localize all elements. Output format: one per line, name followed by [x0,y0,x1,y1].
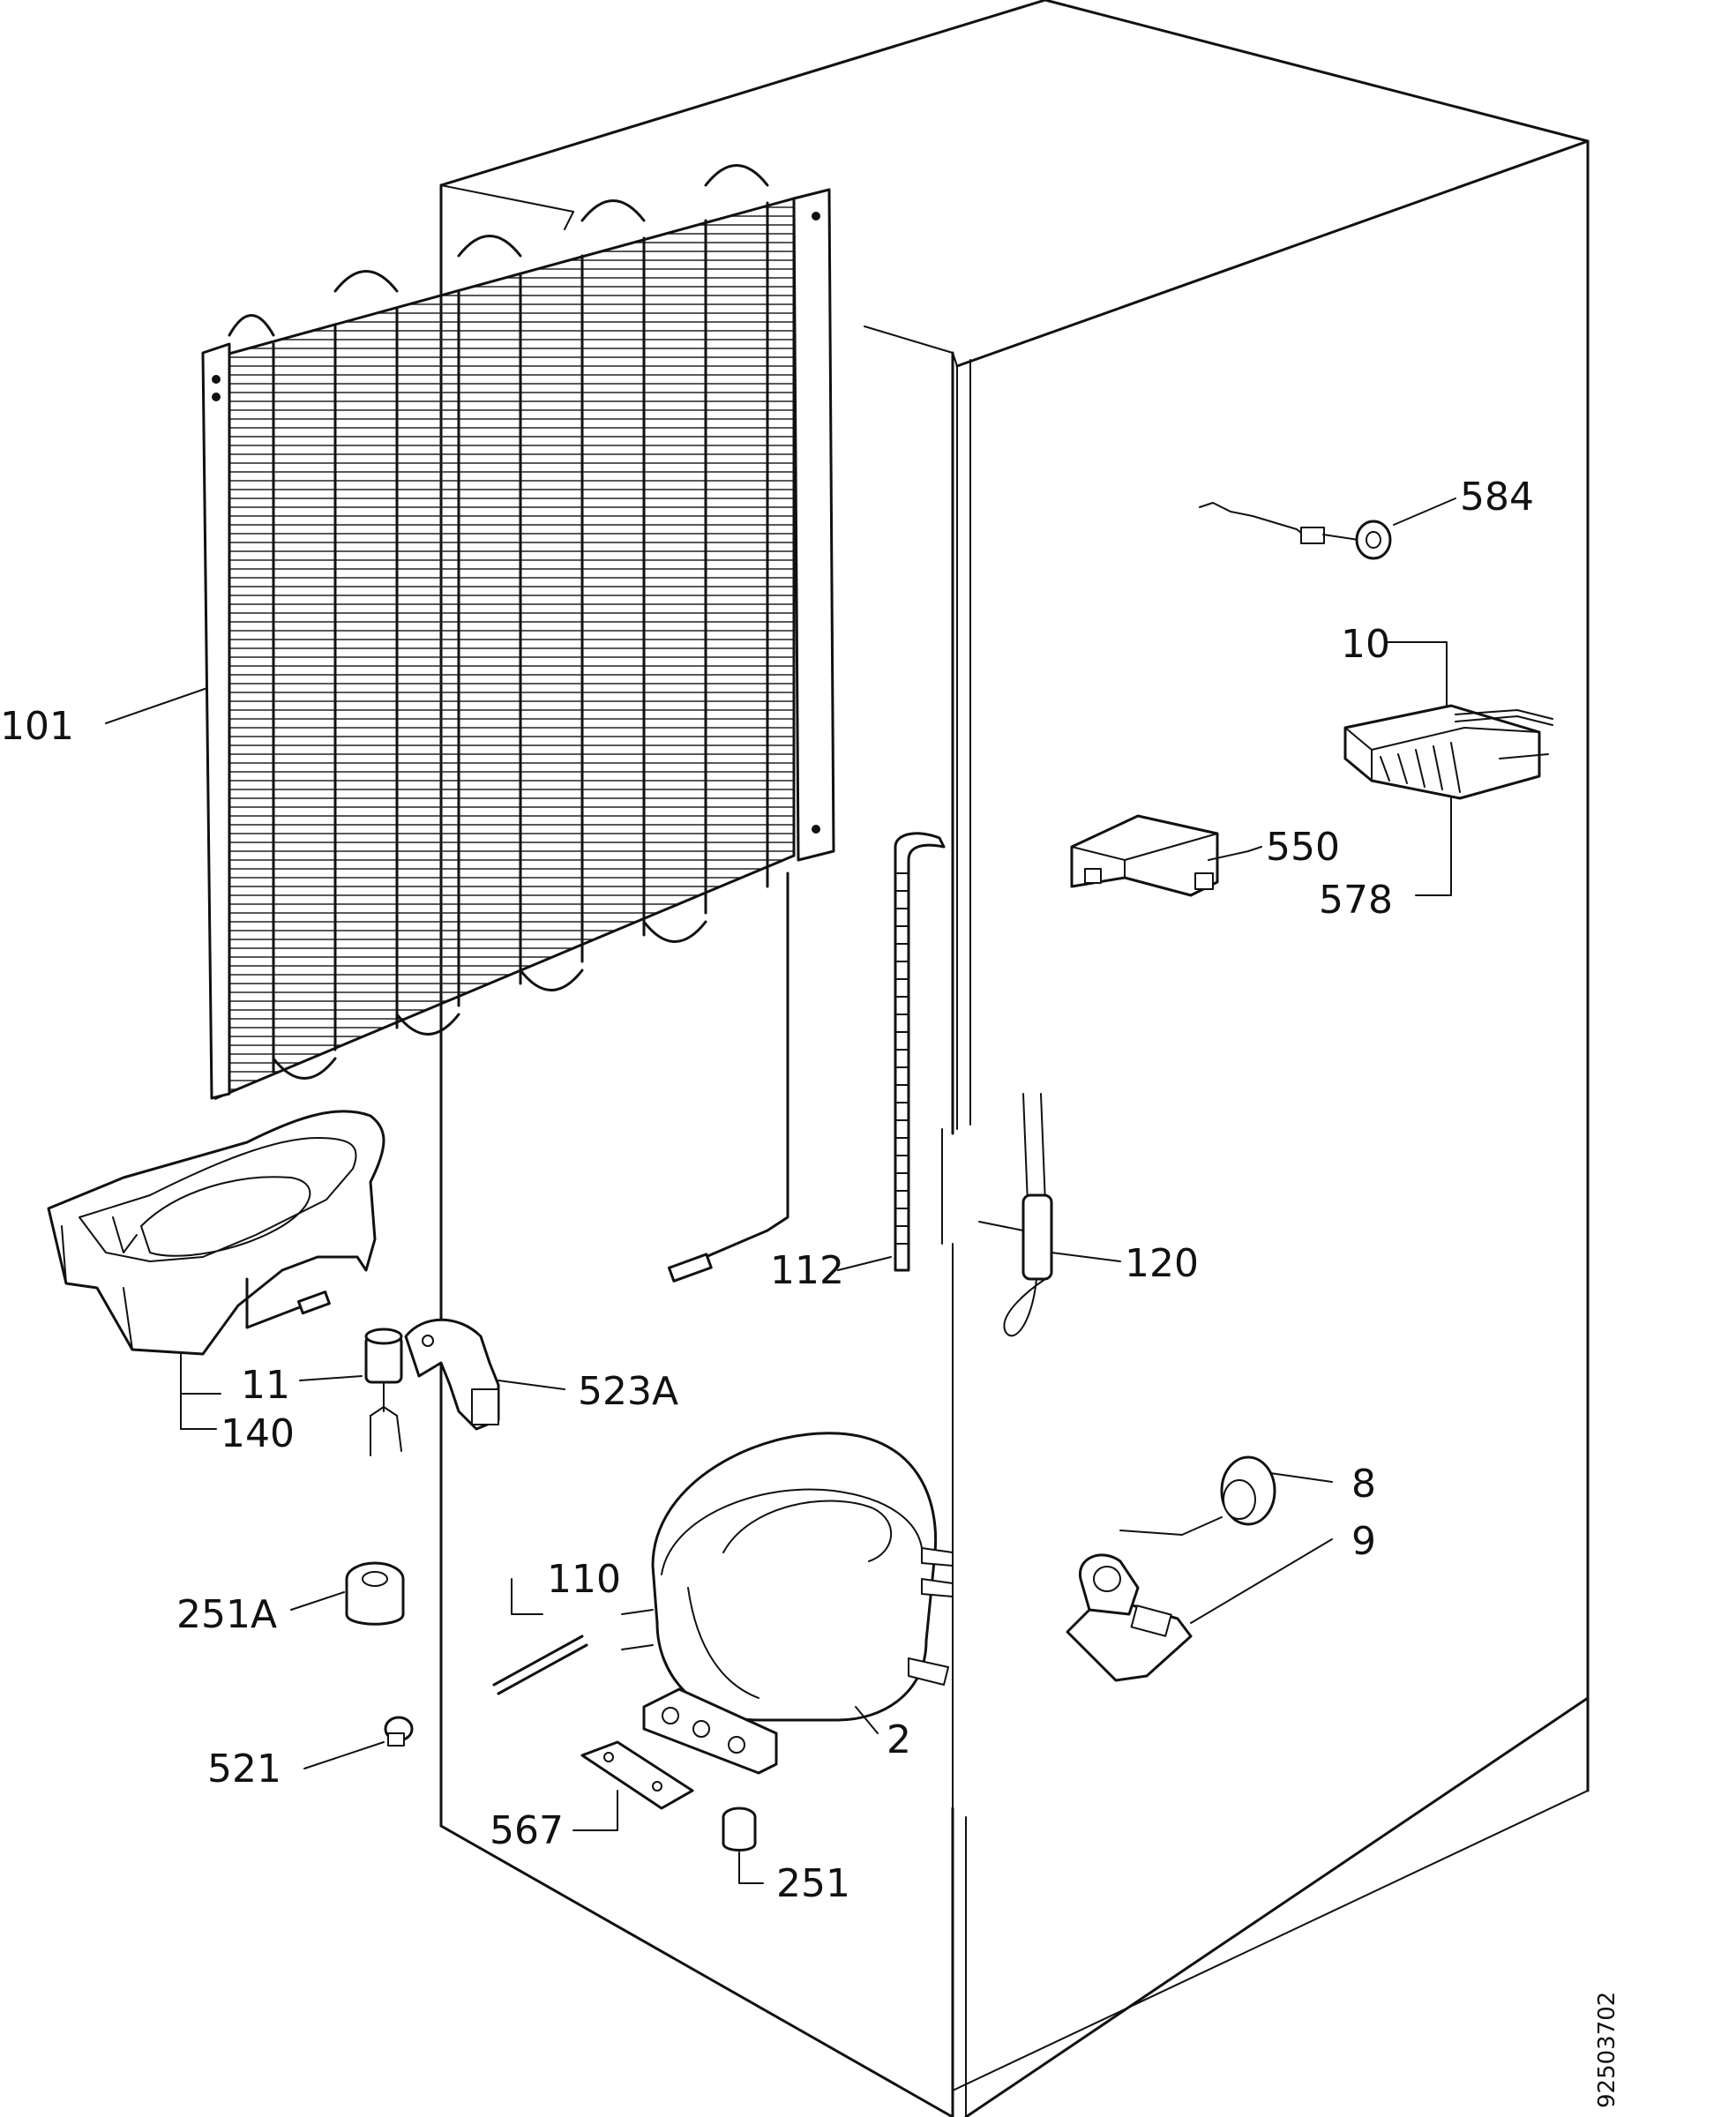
callout-101: 101 [0,704,74,749]
callout-11: 11 [241,1363,290,1408]
relay-11 [299,1328,403,1456]
compressor-2 [621,1432,954,1775]
bracket-523A [404,1318,565,1431]
callout-2: 2 [887,1717,911,1762]
sensor-120 [978,1093,1121,1337]
callout-9: 9 [1351,1519,1376,1564]
callout-523A: 523A [578,1369,678,1414]
drain-hose-112 [837,832,946,1272]
lamp-cable-584 [1199,497,1456,560]
condenser-101 [105,164,835,1101]
overload-protector-8 [1119,1455,1333,1536]
callout-550: 550 [1266,825,1340,870]
drip-tray-140 [47,1110,385,1430]
suction-pipe-end [245,1277,331,1329]
grommet-251 [722,1807,764,1884]
relay-base-9 [1066,1538,1333,1682]
relay-clip-550 [1070,814,1262,897]
callout-8: 8 [1351,1462,1376,1507]
callout-110: 110 [547,1557,621,1602]
plate-567 [572,1740,694,1831]
callout-10: 10 [1341,622,1390,667]
starter-relay-10 [1343,641,1553,896]
callout-251A: 251A [176,1592,277,1637]
discharge-pipe [667,871,789,1283]
callout-251: 251 [776,1861,850,1906]
callout-578: 578 [1319,878,1393,923]
callout-120: 120 [1125,1241,1199,1286]
pipe-stub-110 [492,1578,588,1695]
callout-584: 584 [1460,475,1534,520]
grommet-251A [290,1561,405,1626]
callout-521: 521 [207,1747,281,1792]
callout-112: 112 [770,1248,844,1293]
callout-567: 567 [490,1808,564,1853]
callout-140: 140 [221,1411,295,1456]
document-number: 92503702 [1594,1992,1620,2108]
screw-521 [303,1716,414,1769]
callout-labels: 584 10 101 550 578 112 120 11 523A 140 8… [0,475,1534,1906]
